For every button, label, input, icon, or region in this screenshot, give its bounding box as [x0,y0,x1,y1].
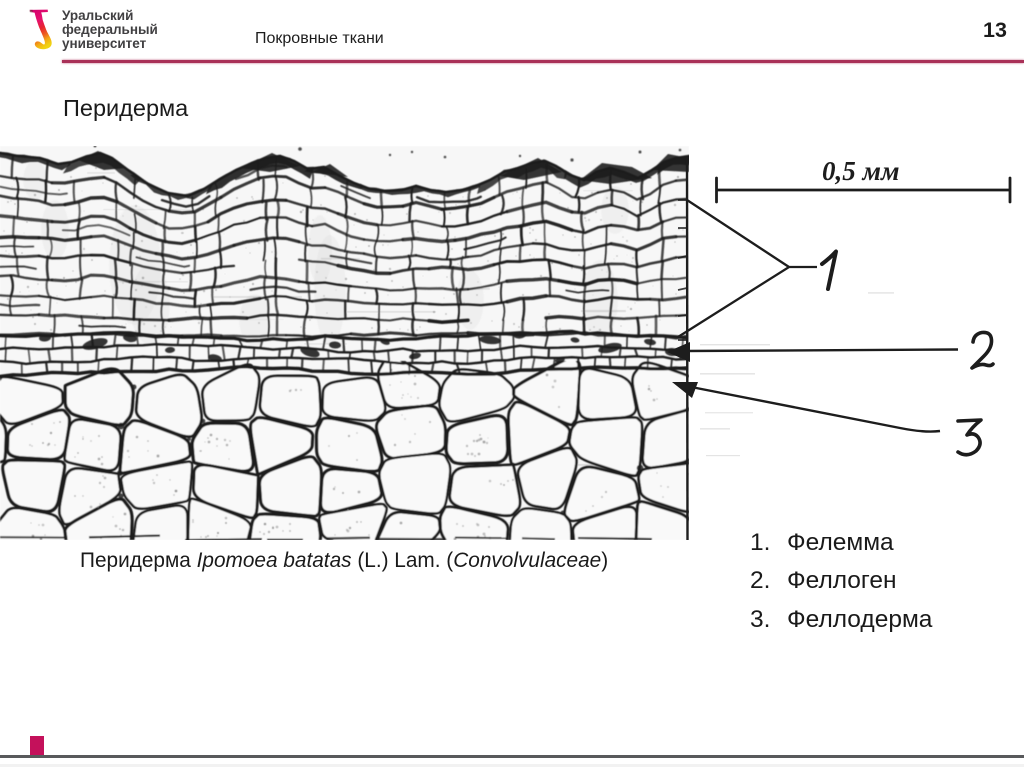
svg-text:0,5 мм: 0,5 мм [822,156,900,186]
